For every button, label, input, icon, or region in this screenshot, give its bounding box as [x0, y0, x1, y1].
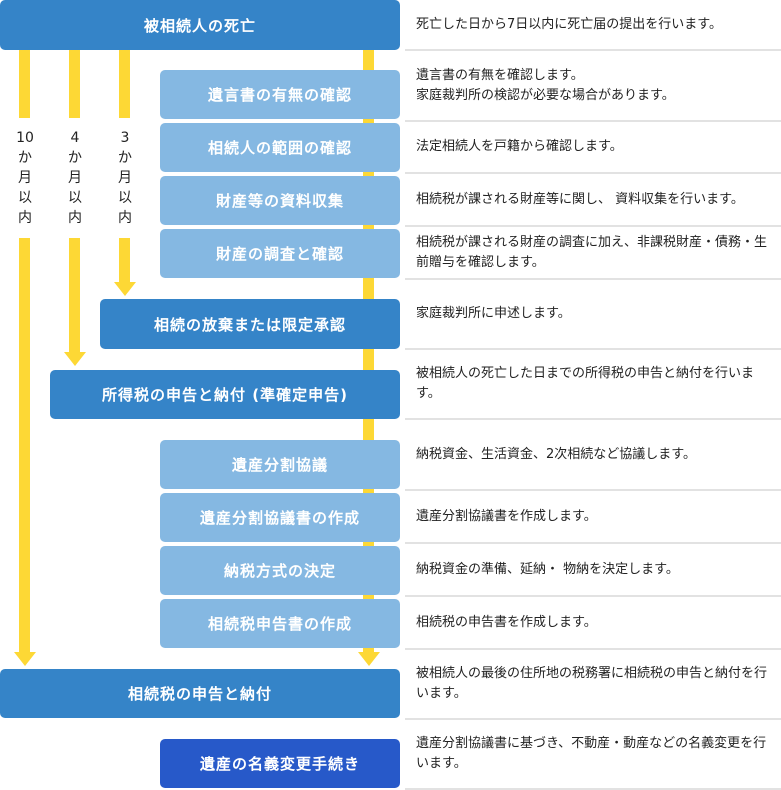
step-description: 被相続人の死亡した日までの所得税の申告と納付を行います。 [405, 350, 781, 420]
deadline-number: 3 [120, 130, 130, 146]
deadline-char: か [68, 150, 82, 166]
step-box-income-tax-filing: 所得税の申告と納付 (準確定申告) [50, 370, 400, 419]
timeline-right-arrow-icon [358, 652, 380, 666]
deadline-char: 月 [18, 170, 32, 186]
deadline-4-months-line [69, 238, 80, 352]
timeline-right-line [363, 50, 374, 652]
deadline-3-months-label: 3 か 月 以 内 [110, 128, 140, 228]
step-description: 遺産分割協議書を作成します。 [405, 491, 781, 544]
step-description: 家庭裁判所に申述します。 [405, 280, 781, 350]
step-box-renunciation: 相続の放棄または限定承認 [100, 299, 400, 349]
step-description: 被相続人の最後の住所地の税務署に相続税の申告と納付を行います。 [405, 650, 781, 720]
deadline-10-months-label: 10 か 月 以 内 [10, 128, 40, 228]
step-box-asset-investigation: 財産の調査と確認 [160, 229, 400, 278]
step-box-tax-return-prep: 相続税申告書の作成 [160, 599, 400, 648]
deadline-3-months-arrow-icon [114, 282, 136, 296]
step-box-payment-method: 納税方式の決定 [160, 546, 400, 595]
deadline-4-months-line-top [69, 50, 80, 118]
step-description: 遺産分割協議書に基づき、不動産・動産などの名義変更を行います。 [405, 720, 781, 790]
step-box-will-check: 遺言書の有無の確認 [160, 70, 400, 119]
step-box-asset-documents: 財産等の資料収集 [160, 176, 400, 225]
deadline-number: 10 [16, 130, 34, 146]
deadline-10-months-line [19, 238, 30, 652]
deadline-10-months-line-top [19, 50, 30, 118]
step-box-title-transfer: 遺産の名義変更手続き [160, 739, 400, 788]
deadline-char: か [118, 150, 132, 166]
step-box-division-discussion: 遺産分割協議 [160, 440, 400, 489]
deadline-3-months-line-top [119, 50, 130, 118]
deadline-char: か [18, 150, 32, 166]
deadline-char: 内 [18, 210, 32, 226]
step-box-division-agreement: 遺産分割協議書の作成 [160, 493, 400, 542]
step-description: 法定相続人を戸籍から確認します。 [405, 122, 781, 174]
step-description: 死亡した日から7日以内に死亡届の提出を行います。 [405, 0, 781, 51]
deadline-char: 月 [68, 170, 82, 186]
deadline-char: 内 [68, 210, 82, 226]
deadline-3-months-line [119, 238, 130, 282]
deadline-char: 月 [118, 170, 132, 186]
step-description: 納税資金、生活資金、2次相続など協議します。 [405, 420, 781, 491]
deadline-10-months-arrow-icon [14, 652, 36, 666]
step-box-death: 被相続人の死亡 [0, 0, 400, 50]
step-description: 遺言書の有無を確認します。 家庭裁判所の検認が必要な場合があります。 [405, 51, 781, 122]
deadline-4-months-label: 4 か 月 以 内 [60, 128, 90, 228]
step-box-inheritance-tax-filing: 相続税の申告と納付 [0, 669, 400, 718]
step-description: 納税資金の準備、延納・ 物納を決定します。 [405, 544, 781, 597]
deadline-char: 以 [118, 190, 132, 206]
deadline-char: 以 [18, 190, 32, 206]
step-description: 相続税の申告書を作成します。 [405, 597, 781, 650]
step-description: 相続税が課される財産の調査に加え、非課税財産・債務・生前贈与を確認します。 [405, 227, 781, 280]
deadline-number: 4 [70, 130, 80, 146]
step-box-heir-scope: 相続人の範囲の確認 [160, 123, 400, 172]
deadline-char: 内 [118, 210, 132, 226]
deadline-4-months-arrow-icon [64, 352, 86, 366]
deadline-char: 以 [68, 190, 82, 206]
step-description: 相続税が課される財産等に関し、 資料収集を行います。 [405, 174, 781, 227]
